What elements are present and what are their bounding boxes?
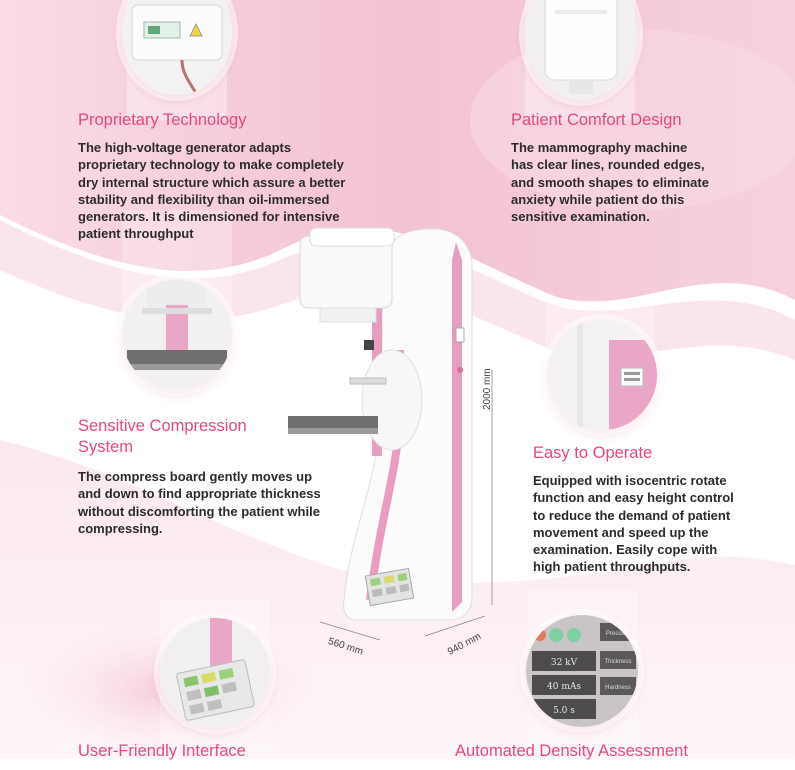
feature-sensitive-compression: Sensitive Compression System The compres… <box>78 416 321 537</box>
time-readout: 5.0 s <box>553 706 575 716</box>
feature-user-friendly-interface: User-Friendly Interface <box>78 741 246 770</box>
mas-readout: 40 mAs <box>547 682 581 692</box>
pressure-button-label: Pressure <box>606 631 631 637</box>
thickness-button-label: Thickness <box>604 659 631 665</box>
control-panel-photo <box>547 320 657 430</box>
feature-title: Patient Comfort Design <box>511 111 682 129</box>
feature-title: User-Friendly Interface <box>78 742 246 760</box>
kv-readout: 32 kV <box>551 658 578 668</box>
feature-automated-density: Automated Density Assessment <box>455 741 688 770</box>
feature-description: Equipped with isocentric rotate function… <box>533 473 734 575</box>
tube-head-photo <box>525 0 637 100</box>
console-photo: 32 kV 40 mAs 5.0 s Pressure Thickness Ha… <box>526 615 638 727</box>
feature-title: Easy to Operate <box>533 444 653 462</box>
feature-description: The compress board gently moves up and d… <box>78 469 321 536</box>
feature-description: The mammography machine has clear lines,… <box>511 140 709 225</box>
feature-title: Proprietary Technology <box>78 111 247 129</box>
feature-description: The high-voltage generator adapts propri… <box>78 140 346 242</box>
feature-proprietary-technology: Proprietary Technology The high-voltage … <box>78 110 345 243</box>
height-dimension-label: 2000 mm <box>482 368 493 410</box>
generator-photo <box>122 0 232 95</box>
feature-title: Sensitive Compression System <box>78 417 247 456</box>
feature-patient-comfort: Patient Comfort Design The mammography m… <box>511 110 709 225</box>
compression-photo <box>122 280 232 390</box>
hardness-button-label: Hardness <box>605 685 631 691</box>
keypad-photo <box>160 618 270 728</box>
feature-title: Automated Density Assessment <box>455 742 688 760</box>
mammography-machine <box>288 227 493 640</box>
feature-easy-to-operate: Easy to Operate Equipped with isocentric… <box>533 443 734 576</box>
